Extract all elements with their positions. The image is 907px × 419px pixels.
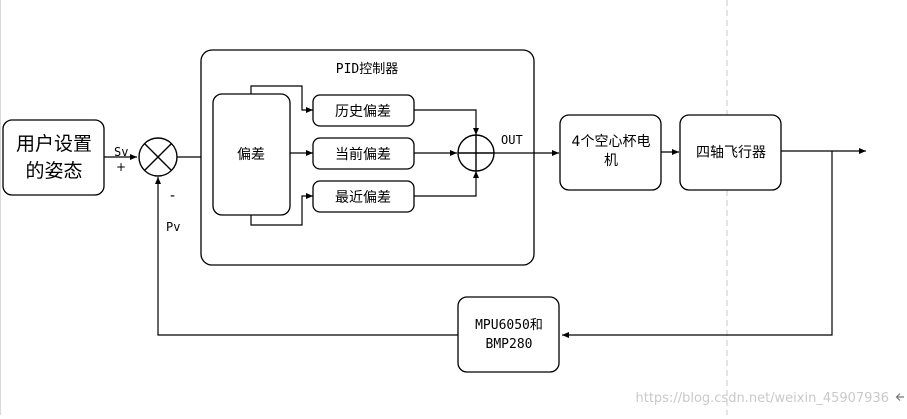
current-error-text: 当前偏差 — [335, 146, 391, 163]
setpoint-text-line2: 的姿态 — [25, 160, 82, 182]
history-to-adder-arrow — [414, 109, 479, 135]
pid-title: PID控制器 — [336, 62, 398, 77]
motor-block: 4个空心杯电 机 — [559, 114, 662, 191]
watermark-text: https://blog.csdn.net/weixin_45907936 — [635, 391, 889, 406]
setpoint-text-line1: 用户设置 — [16, 133, 92, 155]
recent-to-adder-arrow — [414, 171, 479, 197]
history-error-block: 历史偏差 — [312, 94, 415, 127]
error-to-history-arrow — [250, 85, 313, 113]
motor-text-line2: 机 — [604, 153, 618, 169]
current-error-block: 当前偏差 — [312, 137, 415, 170]
sensor-to-comparator-arrow — [155, 177, 458, 336]
sv-label: Sv — [114, 145, 128, 159]
output-to-sensor-arrow — [562, 151, 833, 338]
history-error-text: 历史偏差 — [335, 104, 391, 120]
adder-junction — [457, 134, 495, 172]
comparator-junction — [138, 137, 178, 177]
error-to-recent-arrow — [250, 193, 313, 226]
quadcopter-block: 四轴飞行器 — [679, 114, 782, 191]
minus-sign: - — [170, 188, 175, 204]
sensor-text-line2: BMP280 — [486, 337, 533, 352]
recent-error-text: 最近偏差 — [335, 190, 391, 206]
out-label: OUT — [501, 133, 523, 147]
sensor-block: MPU6050和 BMP280 — [457, 296, 560, 373]
motor-text-line1: 4个空心杯电 — [572, 134, 651, 150]
error-text: 偏差 — [237, 147, 265, 163]
pv-label: Pv — [166, 220, 180, 234]
plus-sign: + — [116, 160, 126, 174]
sensor-text-line1: MPU6050和 — [475, 318, 543, 333]
setpoint-block: 用户设置 的姿态 — [2, 119, 105, 196]
recent-error-block: 最近偏差 — [312, 180, 415, 213]
back-arrow-icon[interactable] — [895, 393, 905, 401]
quadcopter-text: 四轴飞行器 — [696, 145, 766, 161]
error-block: 偏差 — [212, 93, 291, 216]
